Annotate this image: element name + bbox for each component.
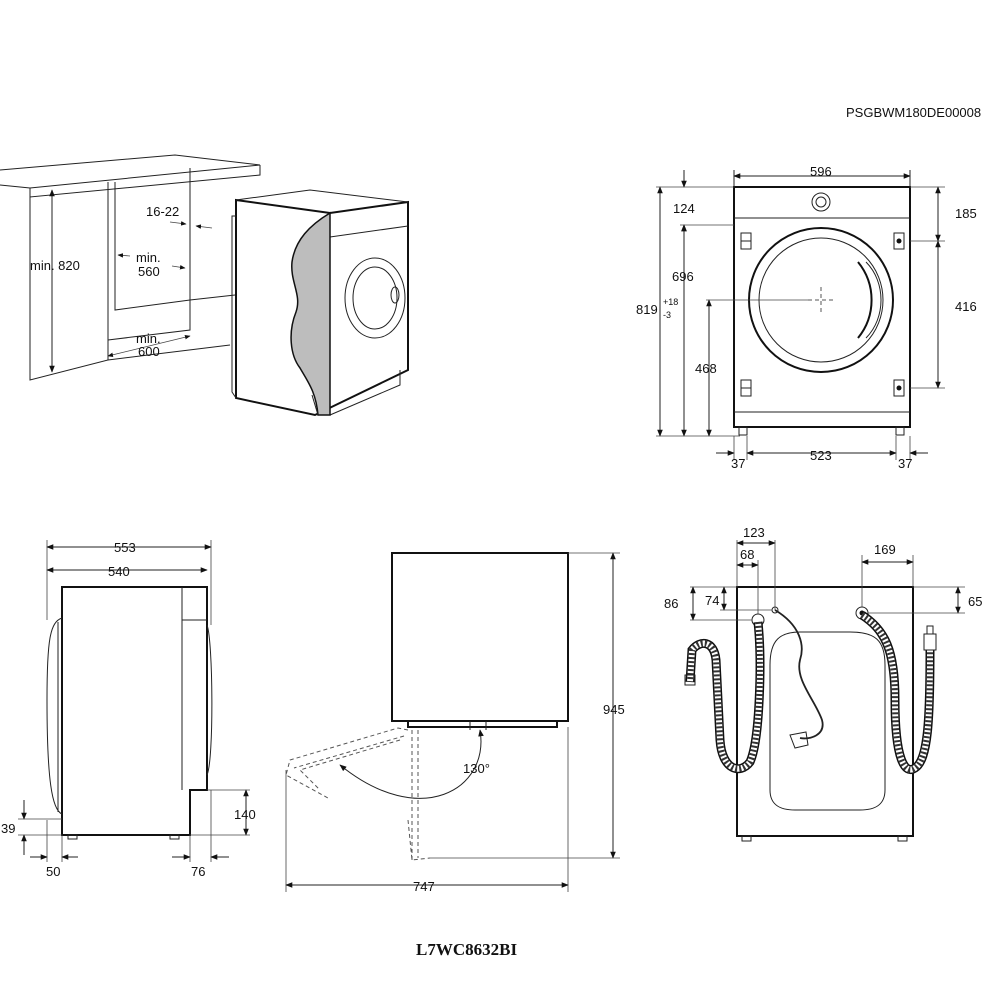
front-foot-right: 37 bbox=[898, 456, 912, 471]
niche-view: min. 820 16-22 min. 560 min. 600 bbox=[0, 154, 409, 417]
front-tolerance-plus: +18 bbox=[663, 297, 678, 307]
front-total-height: 819 bbox=[636, 302, 658, 317]
front-width: 596 bbox=[810, 164, 832, 179]
front-foot-left: 37 bbox=[731, 456, 745, 471]
rear-outlet-height: 65 bbox=[968, 594, 982, 609]
front-right-top-offset: 185 bbox=[955, 206, 977, 221]
rear-outlet-offset: 169 bbox=[874, 542, 896, 557]
side-step-depth: 76 bbox=[191, 864, 205, 879]
front-top-offset: 124 bbox=[673, 201, 695, 216]
niche-min-width-label: min. bbox=[136, 250, 161, 265]
door-angle: 130° bbox=[463, 761, 490, 776]
rear-view: 123 68 169 86 74 65 bbox=[664, 525, 982, 842]
rear-inlet-height: 74 bbox=[705, 593, 719, 608]
niche-min-depth-label: min. bbox=[136, 331, 161, 346]
rear-inlet-height-total: 86 bbox=[664, 596, 678, 611]
model-name: L7WC8632BI bbox=[416, 940, 517, 959]
niche-min-width-value: 560 bbox=[138, 264, 160, 279]
front-view: 596 124 185 696 819 +18 -3 416 468 bbox=[636, 164, 977, 471]
rear-inlet-offset: 123 bbox=[743, 525, 765, 540]
front-center-height: 468 bbox=[695, 361, 717, 376]
front-tolerance-minus: -3 bbox=[663, 310, 671, 320]
niche-gap: 16-22 bbox=[146, 204, 179, 219]
side-foot-offset-front: 50 bbox=[46, 864, 60, 879]
front-hinge-spacing: 416 bbox=[955, 299, 977, 314]
side-depth-body: 540 bbox=[108, 564, 130, 579]
niche-min-depth-value: 600 bbox=[138, 344, 160, 359]
document-code: PSGBWM180DE00008 bbox=[846, 105, 981, 120]
side-depth-total: 553 bbox=[114, 540, 136, 555]
side-step-height: 140 bbox=[234, 807, 256, 822]
side-view: 553 540 39 140 50 76 bbox=[1, 540, 256, 879]
rear-inlet-small: 68 bbox=[740, 547, 754, 562]
niche-min-height: min. 820 bbox=[30, 258, 80, 273]
front-foot-span: 523 bbox=[810, 448, 832, 463]
side-foot-height: 39 bbox=[1, 821, 15, 836]
door-height: 945 bbox=[603, 702, 625, 717]
door-depth-open: 747 bbox=[413, 879, 435, 894]
front-door-height: 696 bbox=[672, 269, 694, 284]
door-opening-view: 130° 945 747 bbox=[285, 552, 625, 894]
